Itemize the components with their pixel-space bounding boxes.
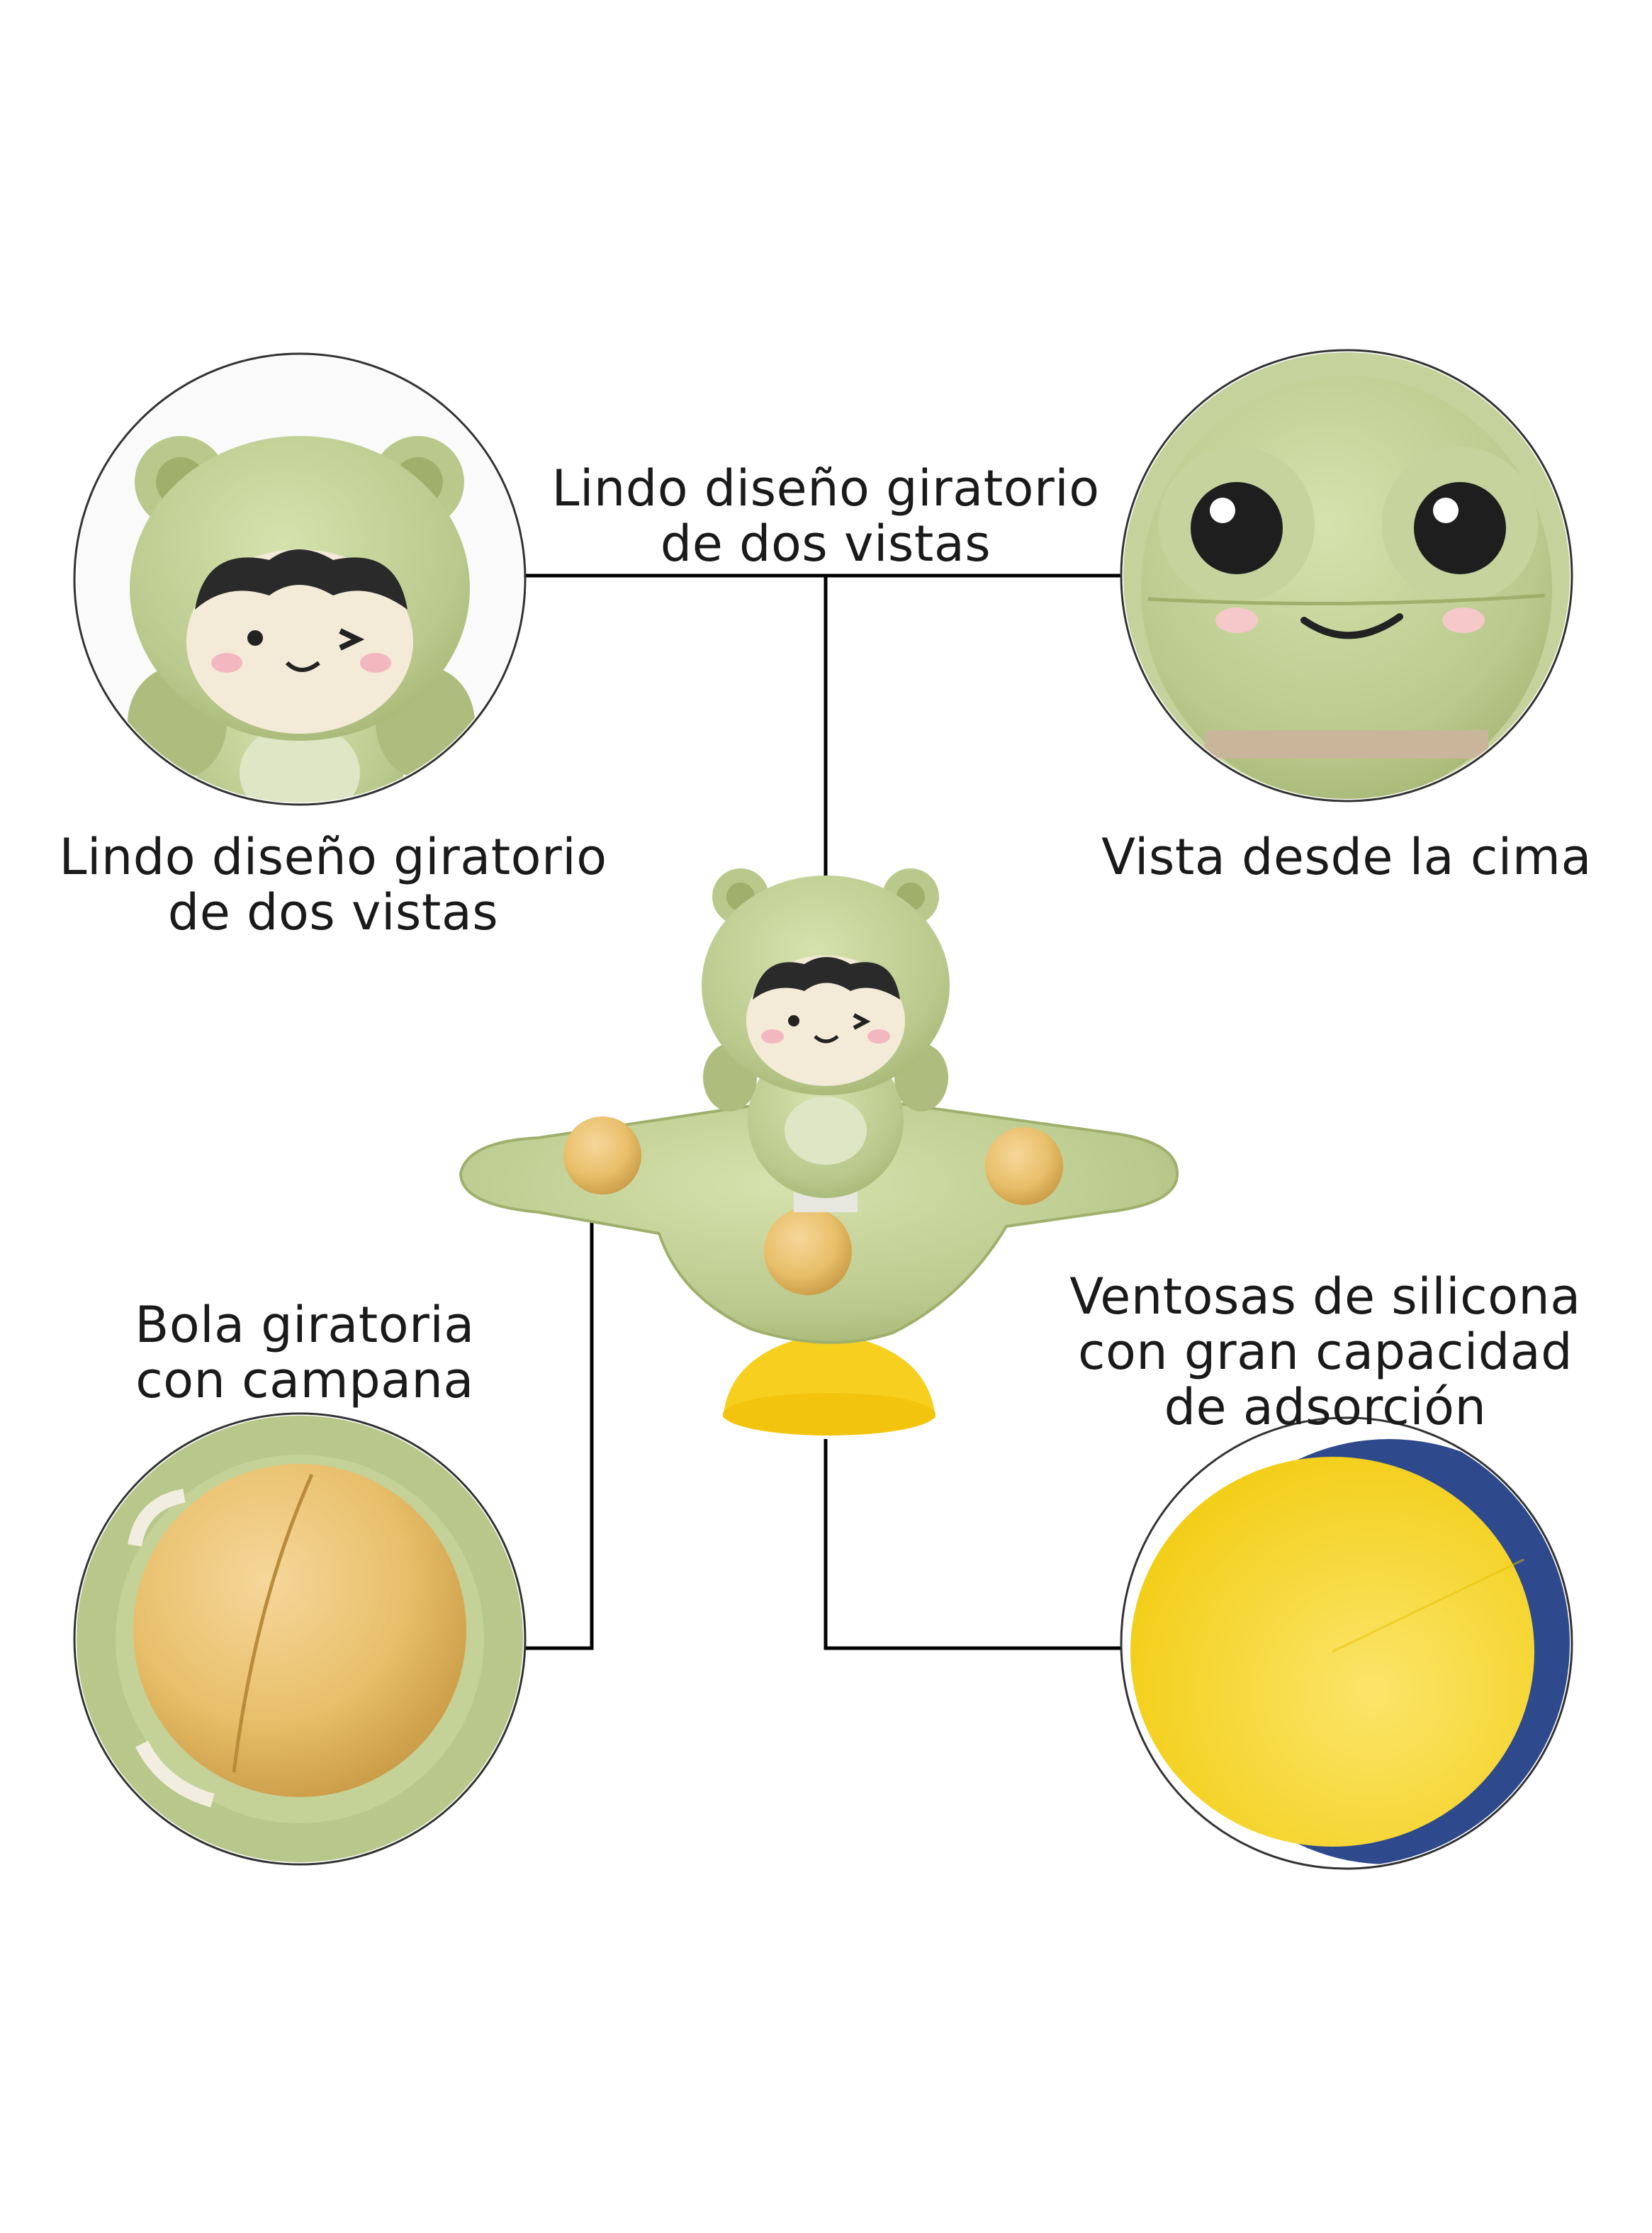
suction-cup-circle — [1120, 1416, 1573, 1870]
label-top-view: Vista desde la cima — [1101, 828, 1592, 886]
label-front-view: Lindo diseño giratorio de dos vistas — [59, 828, 607, 941]
leader-lines — [523, 573, 1123, 1650]
spinner-toy — [459, 868, 1179, 1436]
leader-line-suction — [824, 1439, 1123, 1650]
front-view-circle — [73, 352, 527, 806]
label-suction-cup: Ventosas de silicona con gran capacidad … — [1069, 1267, 1581, 1436]
label-spinning-ball: Bola giratoria con campana — [135, 1296, 475, 1409]
spinning-ball-circle — [73, 1412, 527, 1866]
leader-line-ball — [524, 1205, 594, 1650]
top-view-circle — [1120, 349, 1573, 802]
label-top-center: Lindo diseño giratorio de dos vistas — [551, 459, 1100, 573]
